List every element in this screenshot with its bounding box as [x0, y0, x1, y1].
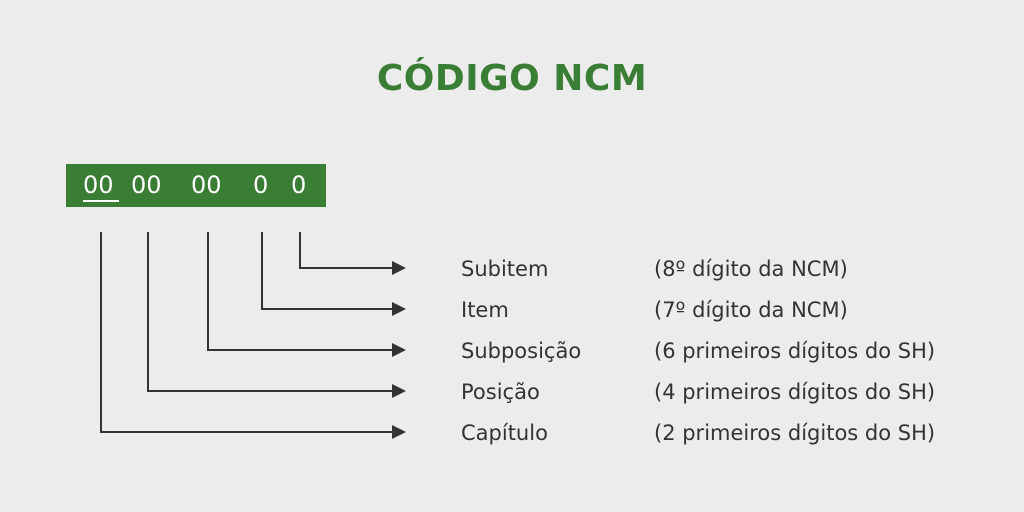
- code-group-subposition: 00: [191, 171, 222, 199]
- connector-position: [147, 232, 394, 392]
- level-label-position: Posição: [461, 380, 540, 404]
- level-label-subposition: Subposição: [461, 339, 582, 363]
- arrowhead-subposition: [392, 343, 406, 357]
- level-label-chapter: Capítulo: [461, 421, 548, 445]
- arrowhead-item: [392, 302, 406, 316]
- code-group-subitem: 0: [291, 171, 307, 199]
- connector-item: [261, 232, 394, 310]
- code-group-chapter: 00: [83, 171, 114, 199]
- level-label-subitem: Subitem: [461, 257, 549, 281]
- page-title: CÓDIGO NCM: [376, 58, 648, 99]
- level-desc-item: (7º dígito da NCM): [654, 298, 848, 322]
- chapter-underline: [83, 200, 119, 202]
- arrowhead-chapter: [392, 425, 406, 439]
- connector-chapter: [100, 232, 394, 433]
- level-desc-position: (4 primeiros dígitos do SH): [654, 380, 936, 404]
- ncm-code-box: [66, 164, 326, 207]
- level-desc-subitem: (8º dígito da NCM): [654, 257, 848, 281]
- code-group-item: 0: [253, 171, 269, 199]
- code-group-position: 00: [131, 171, 162, 199]
- level-desc-chapter: (2 primeiros dígitos do SH): [654, 421, 936, 445]
- connector-subposition: [207, 232, 394, 351]
- level-desc-subposition: (6 primeiros dígitos do SH): [654, 339, 936, 363]
- connector-subitem: [299, 232, 394, 269]
- arrowhead-position: [392, 384, 406, 398]
- level-label-item: Item: [461, 298, 509, 322]
- arrowhead-subitem: [392, 261, 406, 275]
